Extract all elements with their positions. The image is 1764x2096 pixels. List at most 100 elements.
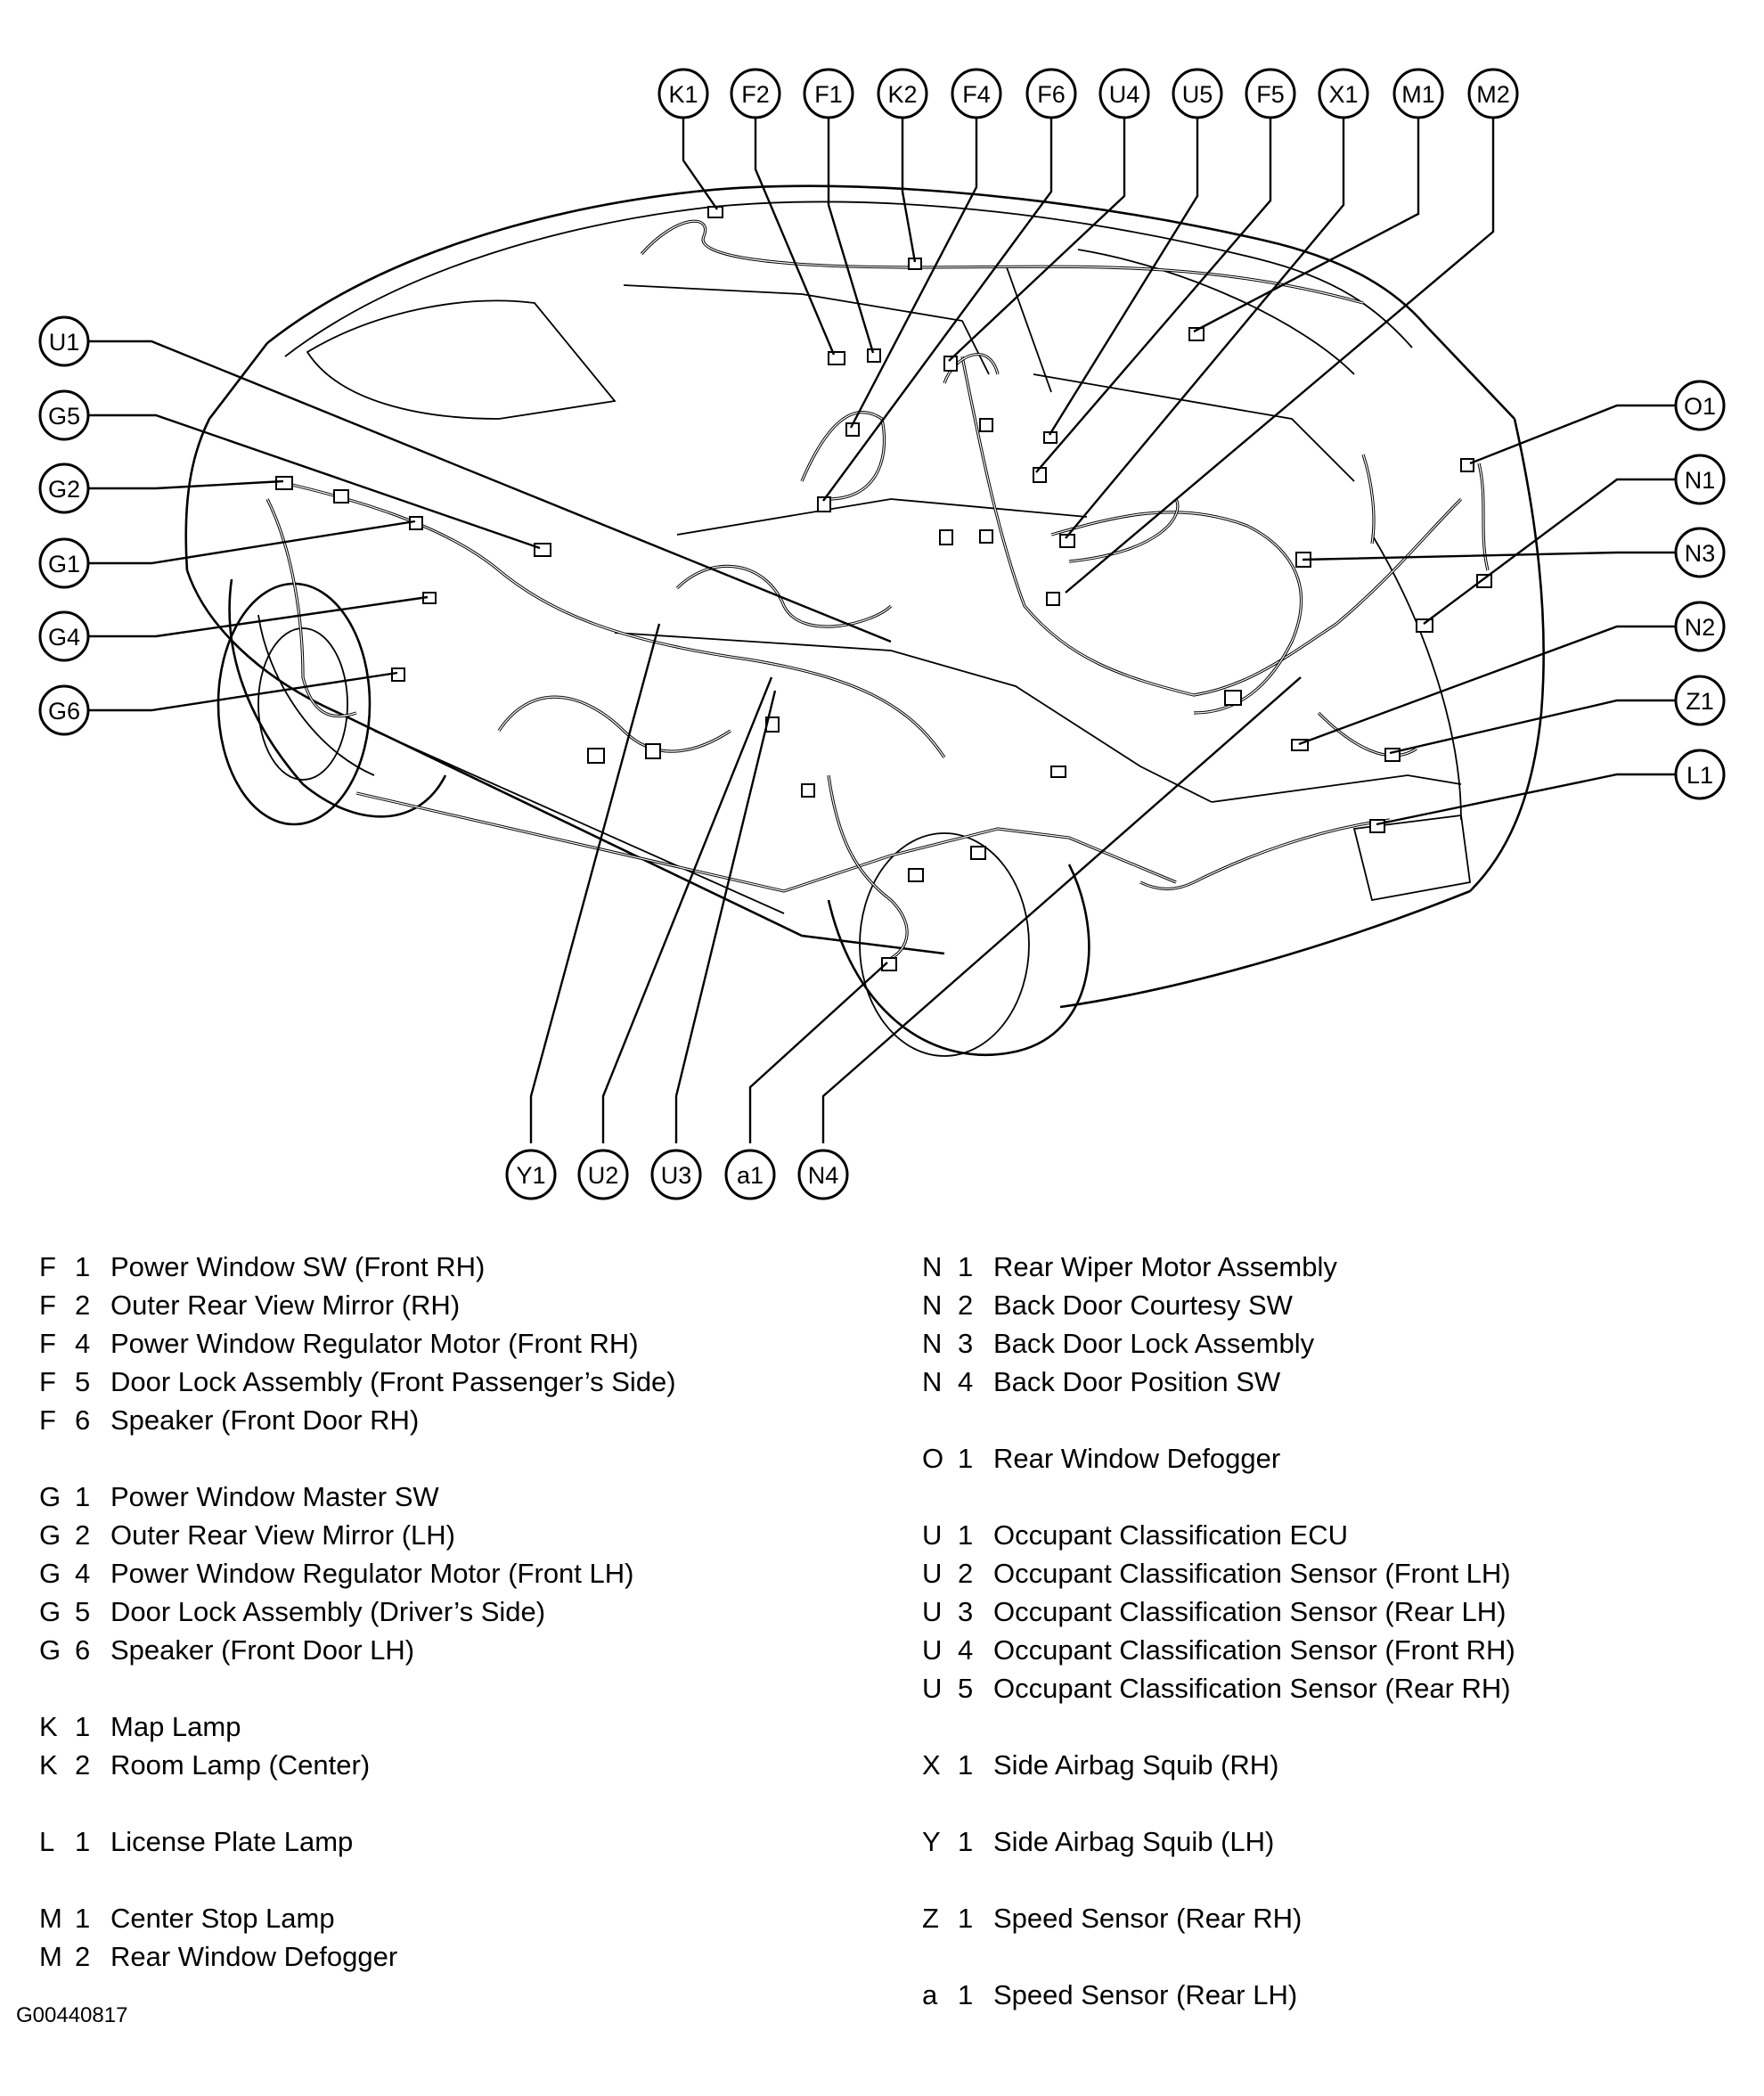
- svg-text:U4: U4: [1109, 81, 1140, 108]
- callout-f2: F2: [730, 68, 781, 119]
- connector-blocks: [275, 206, 1492, 971]
- legend-connector-number: 1: [958, 1442, 974, 1474]
- callout-u4: U4: [1098, 68, 1150, 119]
- legend-connector-letter: F: [39, 1250, 56, 1282]
- legend-connector-letter: F: [39, 1365, 56, 1397]
- legend-component-name: Rear Wiper Motor Assembly: [993, 1250, 1337, 1282]
- legend-connector-number: 1: [958, 1825, 974, 1857]
- legend-connector-letter: N: [922, 1365, 943, 1397]
- legend-connector-number: 1: [75, 1480, 91, 1512]
- legend-component-name: Occupant Classification ECU: [993, 1519, 1348, 1551]
- legend-connector-number: 1: [958, 1250, 974, 1282]
- svg-text:X1: X1: [1328, 81, 1358, 108]
- legend-connector-letter: U: [922, 1672, 943, 1704]
- legend-component-name: Occupant Classification Sensor (Front LH…: [993, 1557, 1511, 1589]
- svg-text:U2: U2: [588, 1162, 619, 1189]
- callout-g5: G5: [38, 389, 90, 441]
- callout-u1: U1: [38, 315, 90, 367]
- legend-connector-number: 5: [958, 1672, 974, 1704]
- legend-component-name: Power Window Regulator Motor (Front LH): [110, 1557, 634, 1589]
- legend-component-name: Speed Sensor (Rear RH): [993, 1902, 1303, 1934]
- legend-connector-number: 1: [958, 1902, 974, 1934]
- legend-connector-letter: K: [39, 1748, 58, 1781]
- legend-spacer: [922, 1937, 1515, 1976]
- legend-spacer: [922, 1401, 1515, 1439]
- legend-component-name: Back Door Courtesy SW: [993, 1289, 1293, 1321]
- callout-m2: M2: [1467, 68, 1519, 119]
- legend-component-name: Door Lock Assembly (Driver’s Side): [110, 1595, 546, 1627]
- svg-text:K2: K2: [887, 81, 917, 108]
- legend-connector-number: 6: [75, 1633, 91, 1666]
- legend-connector-letter: N: [922, 1250, 943, 1282]
- legend-spacer: [922, 1707, 1515, 1746]
- legend-connector-number: 2: [75, 1519, 91, 1551]
- vehicle-harness-diagram: K1 F2 F1 K2 F4 F6 U4 U5 F5 X1 M1 M2 U1 G…: [38, 68, 1726, 1200]
- legend-connector-number: 5: [75, 1365, 91, 1397]
- legend-connector-number: 2: [75, 1748, 91, 1781]
- legend-component-name: Occupant Classification Sensor (Front RH…: [993, 1633, 1515, 1666]
- figure-code: G00440817: [16, 2003, 128, 2027]
- legend-component-name: Back Door Position SW: [993, 1365, 1281, 1397]
- callout-k2: K2: [877, 68, 928, 119]
- legend-component-name: Back Door Lock Assembly: [993, 1327, 1315, 1359]
- callout-l1: L1: [1674, 749, 1726, 800]
- svg-text:N4: N4: [808, 1162, 839, 1189]
- legend-connector-letter: O: [922, 1442, 944, 1474]
- legend-spacer: [922, 1784, 1515, 1822]
- vehicle-body-outline: [184, 184, 1545, 1057]
- callout-circles: K1 F2 F1 K2 F4 F6 U4 U5 F5 X1 M1 M2 U1 G…: [38, 68, 1726, 1200]
- legend-connector-number: 1: [75, 1825, 91, 1857]
- legend-connector-letter: U: [922, 1557, 943, 1589]
- legend-component-name: Occupant Classification Sensor (Rear LH): [993, 1595, 1507, 1627]
- callout-a1: a1: [724, 1149, 776, 1200]
- legend-component-name: License Plate Lamp: [110, 1825, 354, 1857]
- svg-text:G2: G2: [48, 476, 80, 503]
- legend-connector-letter: a: [922, 1978, 938, 2010]
- legend-component-name: Side Airbag Squib (RH): [993, 1748, 1279, 1781]
- callout-g4: G4: [38, 610, 90, 662]
- legend-connector-number: 2: [958, 1289, 974, 1321]
- callout-x1: X1: [1318, 68, 1369, 119]
- legend-connector-letter: G: [39, 1633, 61, 1666]
- leader-lines: [89, 113, 1675, 1143]
- svg-text:G1: G1: [48, 551, 80, 577]
- callout-f1: F1: [803, 68, 854, 119]
- legend-connector-number: 4: [958, 1633, 974, 1666]
- legend-component-name: Speaker (Front Door LH): [110, 1633, 415, 1666]
- callout-u3: U3: [650, 1149, 702, 1200]
- svg-text:G6: G6: [48, 698, 80, 725]
- legend-connector-letter: L: [39, 1825, 55, 1857]
- svg-text:a1: a1: [737, 1162, 764, 1189]
- svg-text:M2: M2: [1476, 81, 1510, 108]
- svg-text:G5: G5: [48, 403, 80, 430]
- legend-connector-number: 1: [958, 1748, 974, 1781]
- legend-connector-number: 4: [958, 1365, 974, 1397]
- callout-y1: Y1: [505, 1149, 557, 1200]
- legend-component-name: Outer Rear View Mirror (LH): [110, 1519, 456, 1551]
- callout-n1: N1: [1674, 454, 1726, 505]
- svg-text:Y1: Y1: [516, 1162, 545, 1189]
- svg-text:O1: O1: [1684, 393, 1716, 420]
- callout-k1: K1: [657, 68, 709, 119]
- legend-connector-letter: F: [39, 1289, 56, 1321]
- callout-n3: N3: [1674, 527, 1726, 578]
- legend-connector-number: 1: [75, 1902, 91, 1934]
- legend-component-name: Center Stop Lamp: [110, 1902, 335, 1934]
